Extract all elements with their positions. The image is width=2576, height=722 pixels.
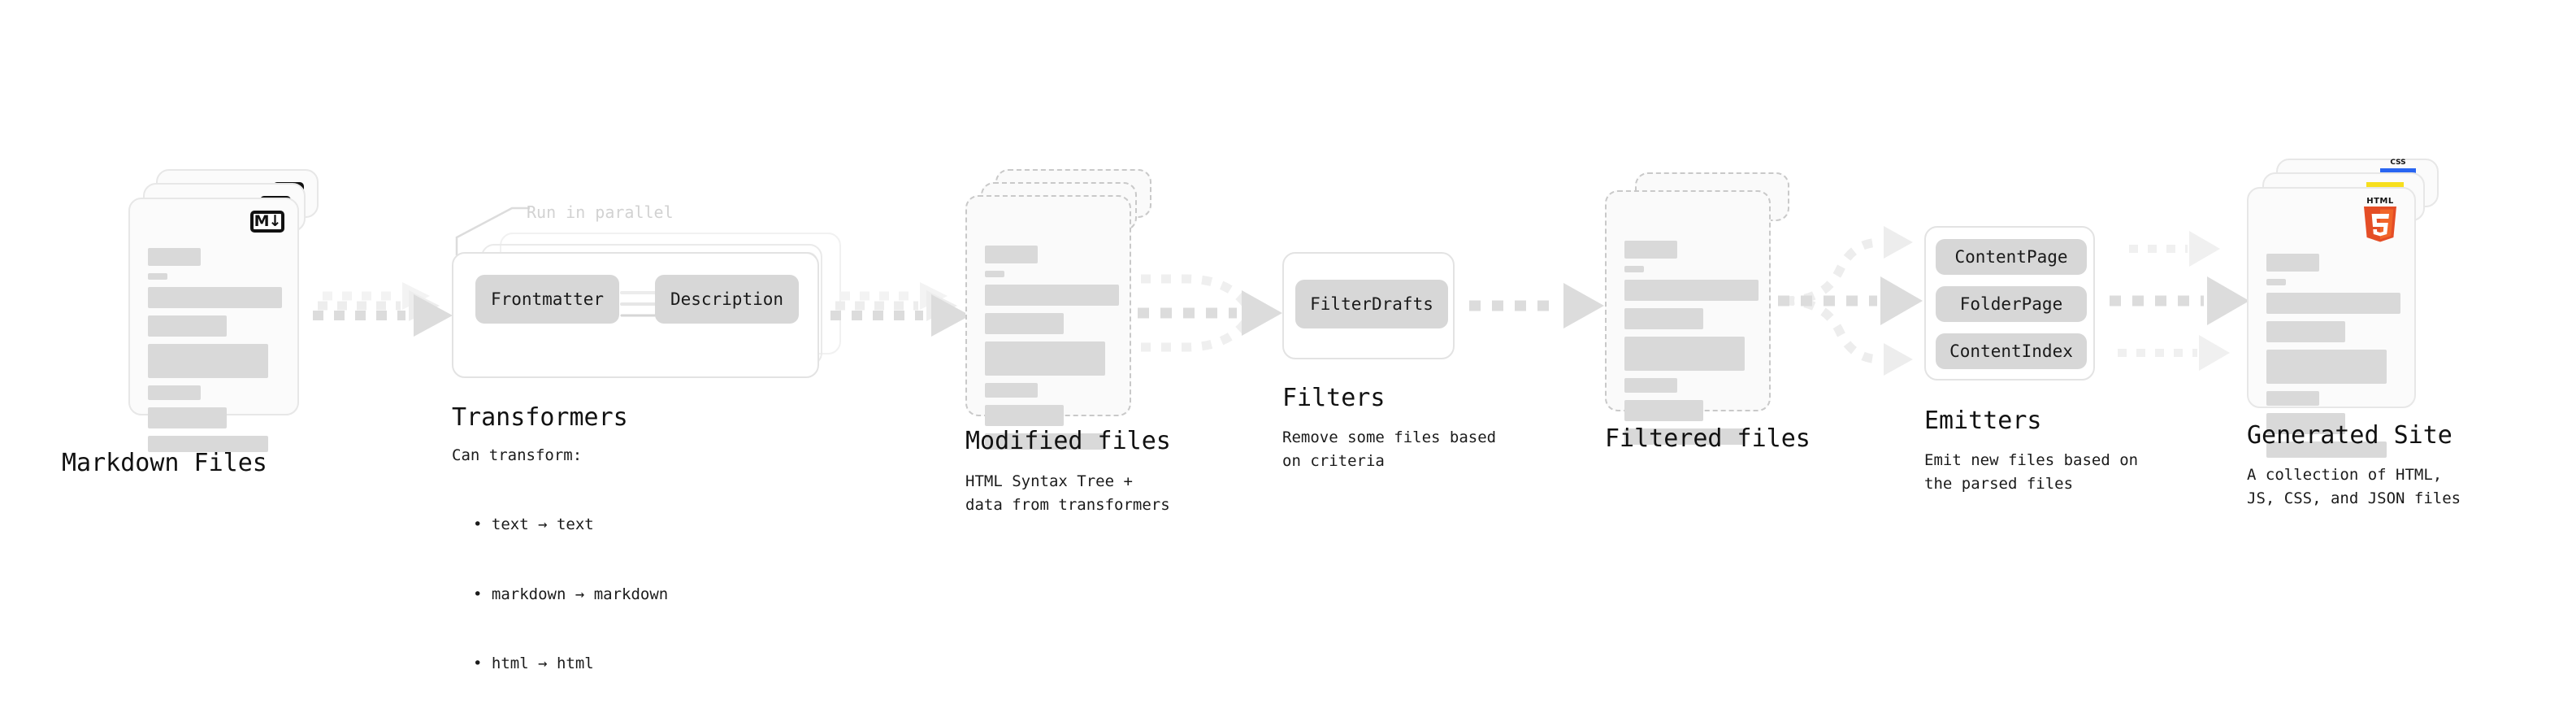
transformers-caption-heading: Can transform: — [452, 446, 583, 464]
emitter-pill-contentindex[interactable]: ContentIndex — [1936, 333, 2087, 369]
emitter-pill-contentpage[interactable]: ContentPage — [1936, 239, 2087, 275]
stage-title-transformers: Transformers — [452, 403, 628, 432]
generated-site-caption: A collection of HTML, JS, CSS, and JSON … — [2247, 466, 2461, 507]
html5-icon-label: HTML — [2366, 197, 2394, 206]
emitters-caption: Emit new files based on the parsed files — [1924, 451, 2139, 493]
pipeline-diagram: M↓ M↓ M↓ Markdown Files — [0, 0, 2576, 681]
transform-rule: markdown → markdown — [473, 583, 668, 607]
connector-modified-to-filters — [1138, 274, 1282, 352]
connector-markdown-to-transformers — [313, 282, 453, 337]
modified-file-card-front — [965, 195, 1131, 450]
filters-group-box: FilterDrafts — [1282, 252, 1455, 359]
transformers-caption-list: text → text markdown → markdown html → h… — [457, 467, 668, 722]
file-content-placeholder — [1624, 223, 1759, 452]
css3-icon-label: CSS — [2390, 159, 2406, 167]
filtered-file-card-front — [1605, 190, 1771, 445]
stage-title-filtered-files: Filtered files — [1605, 424, 1811, 453]
file-content-placeholder — [2266, 220, 2400, 465]
stage-title-markdown-files: Markdown Files — [62, 449, 267, 477]
site-file-card-front: HTML — [2247, 187, 2416, 458]
transformer-pill-frontmatter[interactable]: Frontmatter — [475, 275, 619, 324]
emitter-pill-folderpage[interactable]: FolderPage — [1936, 286, 2087, 322]
stage-title-modified-files: Modified files — [965, 427, 1171, 455]
emitters-group-box: ContentPage FolderPage ContentIndex — [1924, 226, 2095, 381]
stage-title-emitters: Emitters — [1924, 407, 2042, 435]
markdown-file-card-front: M↓ — [128, 198, 299, 452]
connector-transformers-to-modified — [830, 282, 970, 337]
transform-rule: html → html — [473, 652, 668, 676]
connector-filters-to-filtered — [1469, 283, 1604, 328]
file-content-placeholder — [985, 228, 1119, 457]
transformer-pill-description[interactable]: Description — [655, 275, 799, 324]
run-in-parallel-leader — [455, 207, 530, 255]
filter-pill-filterdrafts[interactable]: FilterDrafts — [1295, 280, 1448, 328]
transform-rule: text → text — [473, 513, 668, 537]
connector-filtered-to-emitters — [1778, 226, 1923, 376]
file-content-placeholder — [148, 230, 282, 459]
html5-icon: HTML — [2361, 197, 2400, 242]
filters-caption: Remove some files based on criteria — [1282, 428, 1497, 470]
stage-title-generated-site: Generated Site — [2247, 421, 2452, 450]
run-in-parallel-label: Run in parallel — [527, 202, 674, 222]
transformer-panel-front: Frontmatter Description — [452, 252, 819, 378]
modified-files-caption: HTML Syntax Tree + data from transformer… — [965, 472, 1170, 514]
css3-icon: CSS — [2380, 159, 2416, 175]
markdown-icon: M↓ — [250, 211, 284, 233]
connector-emitters-to-site — [2110, 231, 2249, 371]
stage-title-filters: Filters — [1282, 384, 1386, 412]
